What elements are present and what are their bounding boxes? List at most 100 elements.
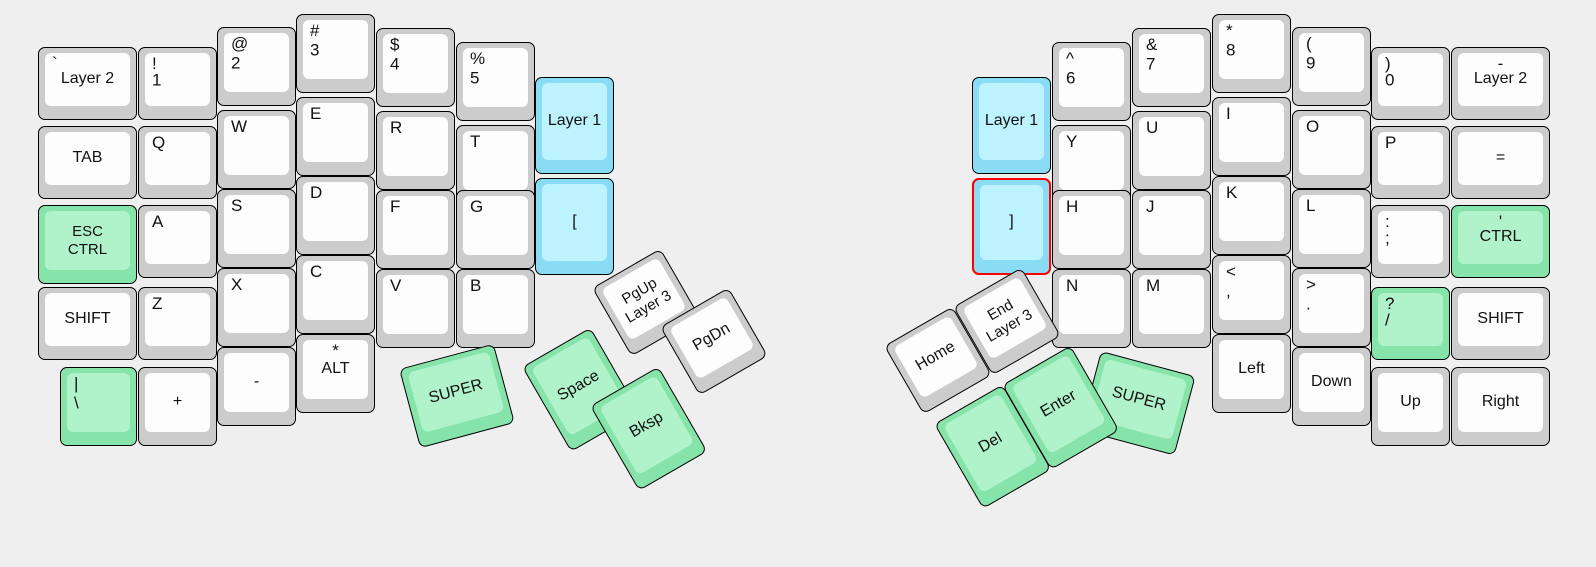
legend-top-r-y: Y xyxy=(1066,132,1078,151)
legend-center-l-layer1: Layer 1 xyxy=(547,112,602,130)
key-l-g[interactable]: G xyxy=(456,190,535,269)
key-l-esc-ctrl[interactable]: ESC CTRL xyxy=(38,205,137,284)
key-l-alt[interactable]: *ALT xyxy=(296,334,375,413)
key-r-m[interactable]: M xyxy=(1132,269,1211,348)
key-r-up[interactable]: Up xyxy=(1371,367,1450,446)
key-l-x[interactable]: X xyxy=(217,268,296,347)
legend-center-r-ctrl: CTRL xyxy=(1479,228,1522,246)
key-l-pipe[interactable]: |\ xyxy=(60,367,137,446)
key-r-o[interactable]: O xyxy=(1292,110,1371,189)
key-r-u[interactable]: U xyxy=(1132,111,1211,190)
key-r-shift[interactable]: SHIFT xyxy=(1451,287,1550,360)
key-l-v[interactable]: V xyxy=(376,269,455,348)
legend-secondary-l-3: 3 xyxy=(310,40,320,59)
keycap-l-pipe: |\ xyxy=(67,373,130,432)
keycap-r-7: &7 xyxy=(1139,34,1204,93)
legend-top-l-layer2: ` xyxy=(52,54,58,73)
key-r-8[interactable]: *8 xyxy=(1212,14,1291,93)
key-r-semi[interactable]: :; xyxy=(1371,205,1450,278)
key-l-4[interactable]: $4 xyxy=(376,28,455,107)
legend-top-l-f: F xyxy=(390,197,401,216)
legend-center-r-layer2: Layer 2 xyxy=(1473,70,1528,88)
keycap-r-up: Up xyxy=(1378,373,1443,432)
key-r-9[interactable]: (9 xyxy=(1292,27,1371,106)
key-r-j[interactable]: J xyxy=(1132,190,1211,269)
legend-secondary-r-9: 9 xyxy=(1306,53,1316,72)
key-r-p[interactable]: P xyxy=(1371,126,1450,199)
legend-top-r-8: * xyxy=(1226,21,1233,40)
key-r-7[interactable]: &7 xyxy=(1132,28,1211,107)
legend-top-l-z: Z xyxy=(152,294,163,313)
key-l-q[interactable]: Q xyxy=(138,126,217,199)
key-l-e[interactable]: E xyxy=(296,97,375,176)
key-l-plus[interactable]: + xyxy=(138,367,217,446)
legend-top-l-s: S xyxy=(231,196,243,215)
keycap-l-5: %5 xyxy=(463,48,528,107)
key-l-a[interactable]: A xyxy=(138,205,217,278)
key-l-tab[interactable]: TAB xyxy=(38,126,137,199)
keycap-l-layer1: Layer 1 xyxy=(542,83,607,160)
keycap-l-v: V xyxy=(383,275,448,334)
key-r-down[interactable]: Down xyxy=(1292,347,1371,426)
key-r-left[interactable]: Left xyxy=(1212,334,1291,413)
key-r-equals[interactable]: = xyxy=(1451,126,1550,199)
legend-center-l-alt: ALT xyxy=(321,360,350,378)
legend-center-l-tab: TAB xyxy=(72,149,103,167)
keycap-l-z: Z xyxy=(145,293,210,346)
keycap-r-shift: SHIFT xyxy=(1458,293,1543,346)
keycap-r-y: Y xyxy=(1059,131,1124,190)
key-r-layer2[interactable]: -Layer 2 xyxy=(1451,47,1550,120)
legend-top-l-r: R xyxy=(390,118,403,137)
key-l-s[interactable]: S xyxy=(217,189,296,268)
keycap-r-dot: >. xyxy=(1299,274,1364,333)
keycap-r-ctrl: 'CTRL xyxy=(1458,211,1543,264)
keycap-l-s: S xyxy=(224,195,289,254)
key-l-d[interactable]: D xyxy=(296,176,375,255)
key-r-h[interactable]: H xyxy=(1052,190,1131,269)
key-r-0[interactable]: )0 xyxy=(1371,47,1450,120)
key-l-r[interactable]: R xyxy=(376,111,455,190)
key-r-layer1[interactable]: Layer 1 xyxy=(972,77,1051,174)
legend-center-l-plus: + xyxy=(172,393,183,411)
key-r-ctrl[interactable]: 'CTRL xyxy=(1451,205,1550,278)
key-l-b[interactable]: B xyxy=(456,269,535,348)
key-l-shift[interactable]: SHIFT xyxy=(38,287,137,360)
key-l-layer2[interactable]: `Layer 2 xyxy=(38,47,137,120)
key-r-rbrack[interactable]: ] xyxy=(972,178,1051,275)
key-l-f[interactable]: F xyxy=(376,190,455,269)
keycap-r-l: L xyxy=(1299,195,1364,254)
key-l-1[interactable]: !1 xyxy=(138,47,217,120)
key-r-dot[interactable]: >. xyxy=(1292,268,1371,347)
key-r-n[interactable]: N xyxy=(1052,269,1131,348)
key-r-right[interactable]: Right xyxy=(1451,367,1550,446)
key-l-dash[interactable]: - xyxy=(217,347,296,426)
key-l-z[interactable]: Z xyxy=(138,287,217,360)
keycap-r-6: ^6 xyxy=(1059,48,1124,107)
legend-center-l-dash: - xyxy=(253,373,260,391)
key-l-layer1[interactable]: Layer 1 xyxy=(535,77,614,174)
key-l-c[interactable]: C xyxy=(296,255,375,334)
key-l-2[interactable]: @2 xyxy=(217,27,296,106)
legend-top-l-d: D xyxy=(310,183,323,202)
key-r-comma[interactable]: <, xyxy=(1212,255,1291,334)
key-l-5[interactable]: %5 xyxy=(456,42,535,121)
legend-top-r-i: I xyxy=(1226,104,1231,123)
legend-secondary-r-7: 7 xyxy=(1146,54,1156,73)
key-l-3[interactable]: #3 xyxy=(296,14,375,93)
legend-top-l-a: A xyxy=(152,212,164,231)
key-r-slash[interactable]: ?/ xyxy=(1371,287,1450,360)
key-l-w[interactable]: W xyxy=(217,110,296,189)
key-r-l[interactable]: L xyxy=(1292,189,1371,268)
key-r-6[interactable]: ^6 xyxy=(1052,42,1131,121)
legend-center-r-down: Down xyxy=(1311,373,1352,391)
key-l-lbrack[interactable]: [ xyxy=(535,178,614,275)
keycap-l-t: T xyxy=(463,131,528,190)
legend-center-l-layer2: Layer 2 xyxy=(60,70,115,88)
legend-top-l-w: W xyxy=(231,117,248,136)
key-r-i[interactable]: I xyxy=(1212,97,1291,176)
legend-secondary-l-pipe: \ xyxy=(74,393,79,412)
legend-secondary-l-4: 4 xyxy=(390,54,400,73)
key-r-k[interactable]: K xyxy=(1212,176,1291,255)
legend-center-r-enter: Enter xyxy=(1037,386,1080,421)
